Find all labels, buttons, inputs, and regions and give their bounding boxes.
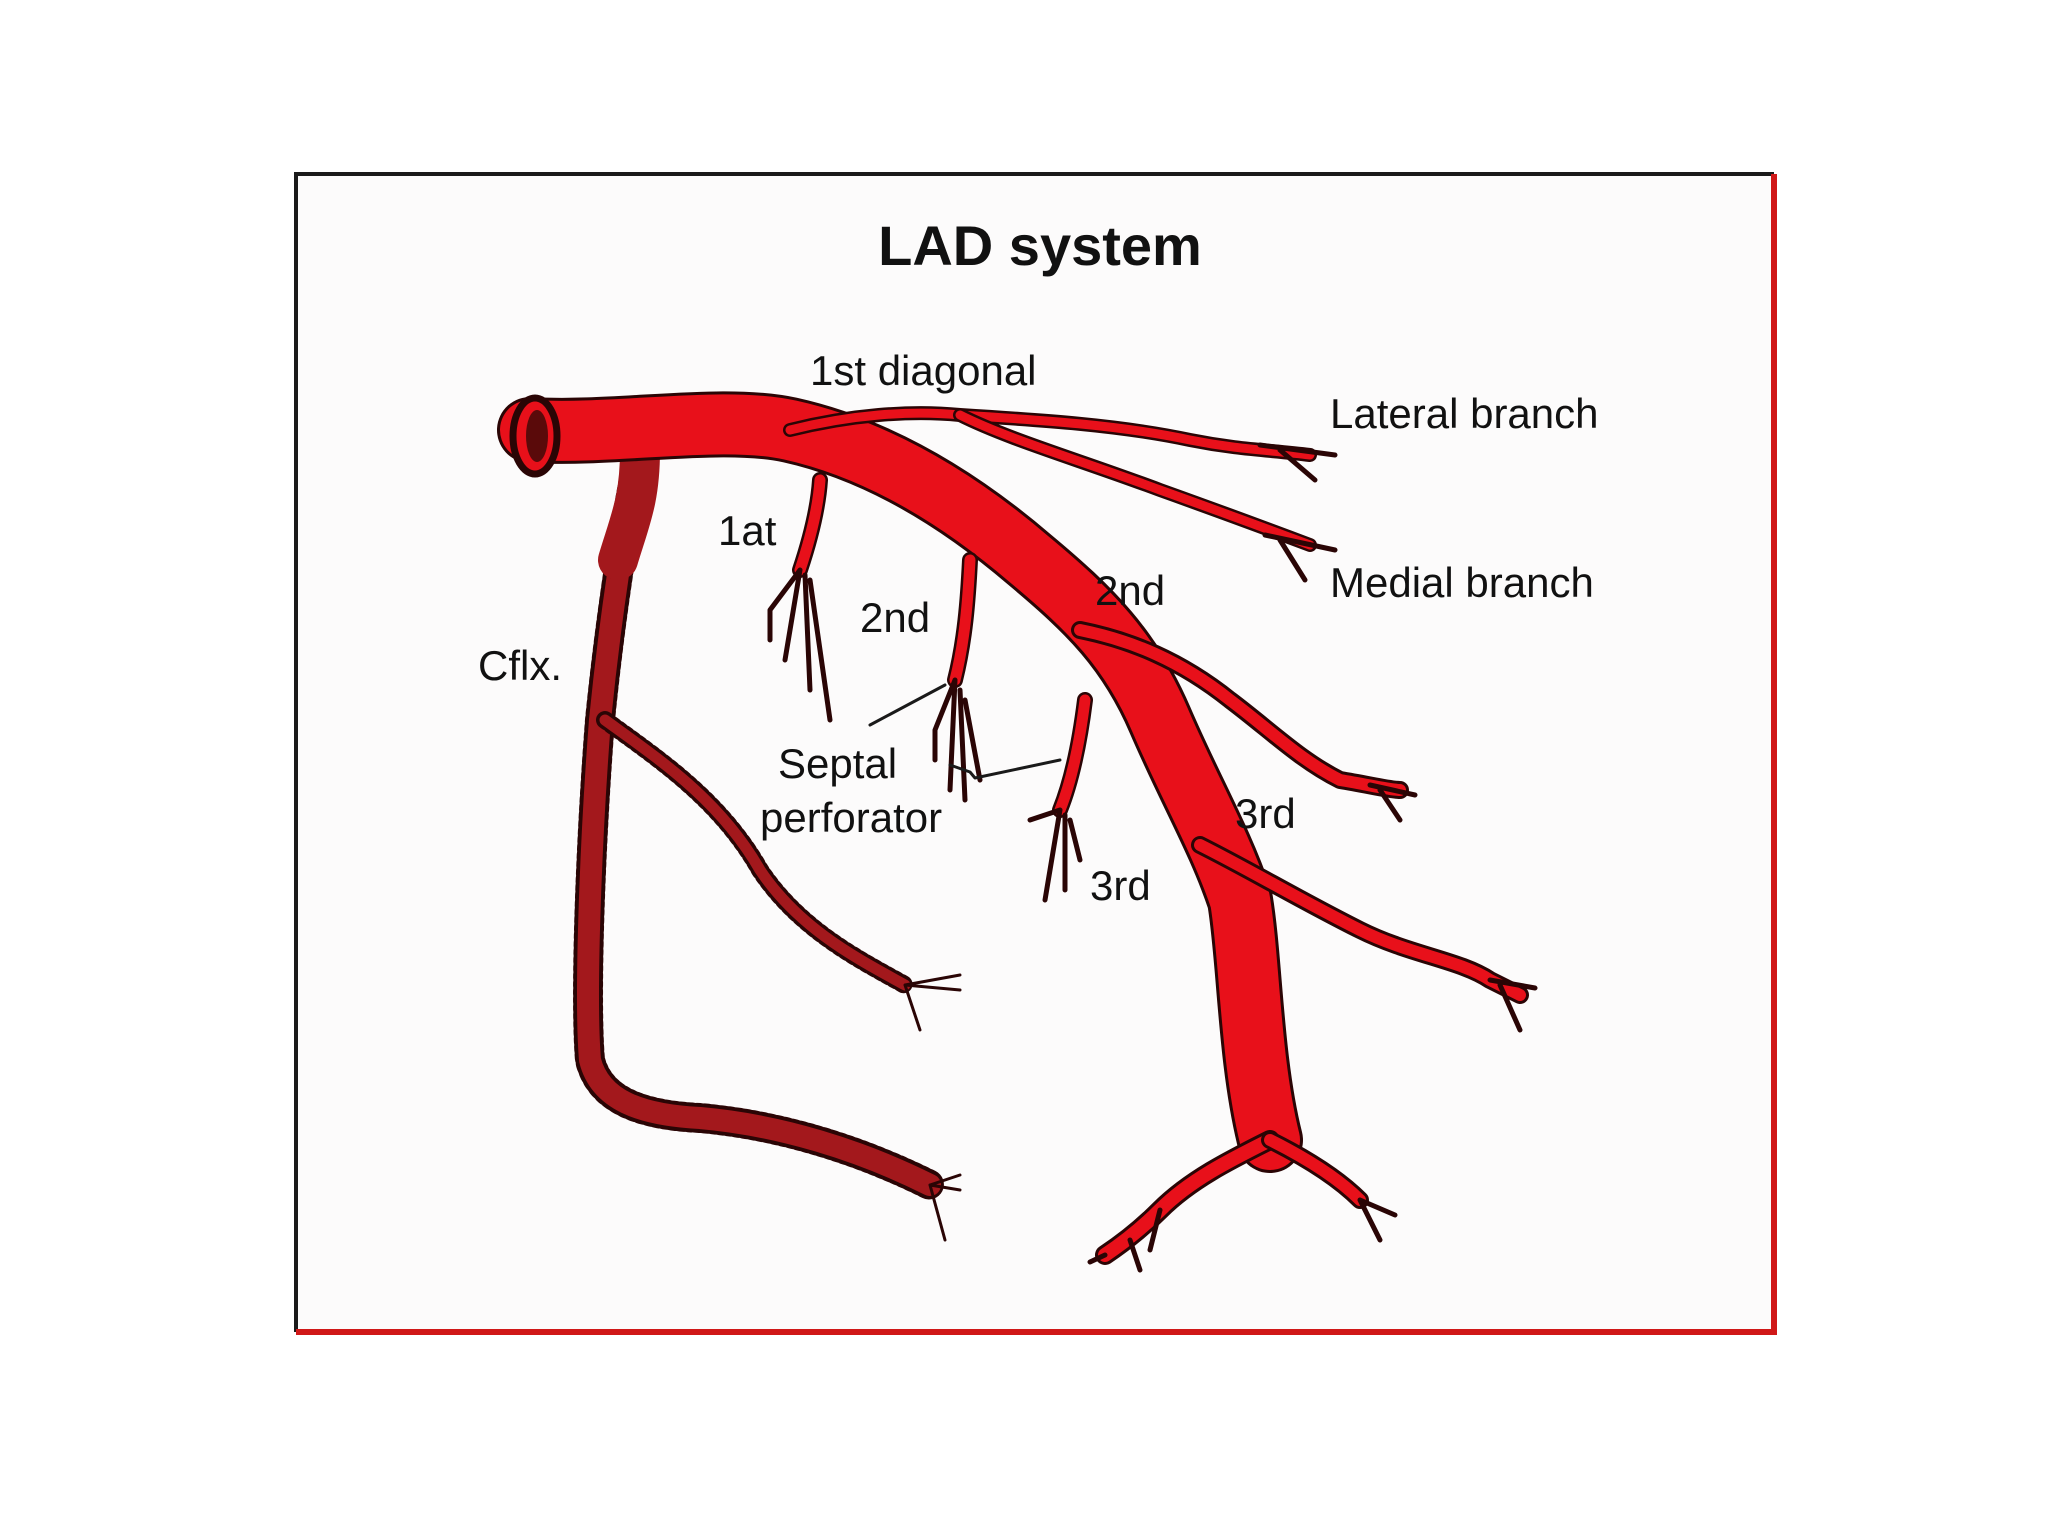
- label-second-septal: 2nd: [860, 594, 930, 641]
- label-septal-perforator-line1: Septal: [778, 740, 897, 787]
- label-circumflex: Cflx.: [478, 642, 562, 689]
- second-diagonal-branch: [1071, 621, 1418, 823]
- label-first-diagonal: 1st diagonal: [810, 347, 1037, 394]
- label-second-diagonal: 2nd: [1095, 567, 1165, 614]
- panel-border-top-left: [294, 172, 1774, 1332]
- label-lateral-branch: Lateral branch: [1330, 390, 1599, 437]
- septal-perforators: [767, 472, 1093, 903]
- third-diagonal-branch: [1191, 836, 1538, 1033]
- diagram-title: LAD system: [878, 214, 1202, 277]
- panel-border-bottom-right: [296, 174, 1777, 1335]
- label-medial-branch: Medial branch: [1330, 559, 1594, 606]
- lad-artery: [497, 391, 1398, 1273]
- label-third-septal: 3rd: [1090, 862, 1151, 909]
- label-septal-perforator-line2: perforator: [760, 794, 942, 841]
- label-first-septal: 1at: [718, 507, 777, 554]
- label-third-diagonal: 3rd: [1235, 790, 1296, 837]
- first-diagonal-branch: [783, 406, 1338, 583]
- circumflex-artery: [573, 430, 962, 1242]
- diagram-panel: [296, 174, 1774, 1332]
